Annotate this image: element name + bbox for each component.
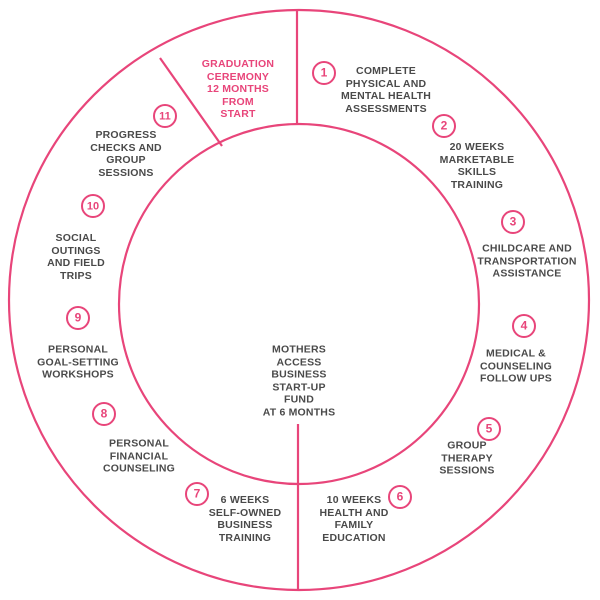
graduation-milestone-label: GRADUATION CEREMONY 12 MONTHS FROM START bbox=[201, 57, 275, 120]
step-11-number: 11 bbox=[159, 110, 171, 122]
step-6-badge bbox=[388, 485, 412, 509]
step-10-number: 10 bbox=[87, 200, 99, 212]
step-1-badge bbox=[312, 61, 336, 85]
step-markers: 1 2 3 4 5 6 7 8 9 10 11 bbox=[66, 61, 536, 509]
step-1-number: 1 bbox=[321, 66, 328, 80]
center-milestone-label: MOTHERS ACCESS BUSINESS START-UP FUND AT… bbox=[262, 343, 336, 419]
step-3-marker: 3 bbox=[501, 210, 525, 234]
step-9-label: PERSONAL GOAL-SETTING WORKSHOPS bbox=[37, 343, 119, 381]
step-6-number: 6 bbox=[397, 490, 404, 504]
step-3-number: 3 bbox=[510, 215, 517, 229]
step-7-marker: 7 bbox=[185, 482, 209, 506]
graduation-divider bbox=[159, 57, 223, 147]
step-2-badge bbox=[432, 114, 456, 138]
step-2-number: 2 bbox=[441, 119, 448, 133]
step-4-label: MEDICAL & COUNSELING FOLLOW UPS bbox=[479, 347, 553, 385]
step-7-badge bbox=[185, 482, 209, 506]
step-4-badge bbox=[512, 314, 536, 338]
step-6-marker: 6 bbox=[388, 485, 412, 509]
step-7-label: 6 WEEKS SELF-OWNED BUSINESS TRAINING bbox=[208, 494, 282, 544]
step-2-marker: 2 bbox=[432, 114, 456, 138]
step-9-marker: 9 bbox=[66, 306, 90, 330]
step-8-number: 8 bbox=[101, 407, 108, 421]
step-11-badge bbox=[153, 104, 177, 128]
step-10-marker: 10 bbox=[81, 194, 105, 218]
step-3-label: CHILDCARE AND TRANSPORTATION ASSISTANCE bbox=[477, 242, 577, 280]
step-8-badge bbox=[92, 402, 116, 426]
step-8-label: PERSONAL FINANCIAL COUNSELING bbox=[102, 437, 176, 475]
step-5-marker: 5 bbox=[477, 417, 501, 441]
step-11-label: PROGRESS CHECKS AND GROUP SESSIONS bbox=[90, 129, 162, 179]
step-8-marker: 8 bbox=[92, 402, 116, 426]
step-10-badge bbox=[81, 194, 105, 218]
step-3-badge bbox=[501, 210, 525, 234]
step-1-marker: 1 bbox=[312, 61, 336, 85]
step-9-number: 9 bbox=[75, 311, 82, 325]
step-2-label: 20 WEEKS MARKETABLE SKILLS TRAINING bbox=[439, 141, 515, 191]
step-9-badge bbox=[66, 306, 90, 330]
step-10-label: SOCIAL OUTINGS AND FIELD TRIPS bbox=[47, 232, 105, 282]
step-5-label: GROUP THERAPY SESSIONS bbox=[439, 439, 495, 477]
step-7-number: 7 bbox=[194, 487, 201, 501]
step-4-marker: 4 bbox=[512, 314, 536, 338]
step-4-number: 4 bbox=[521, 319, 528, 333]
step-11-marker: 11 bbox=[153, 104, 177, 128]
step-6-label: 10 WEEKS HEALTH AND FAMILY EDUCATION bbox=[319, 494, 389, 544]
step-5-number: 5 bbox=[486, 422, 493, 436]
step-1-label: COMPLETE PHYSICAL AND MENTAL HEALTH ASSE… bbox=[340, 65, 432, 115]
step-5-badge bbox=[477, 417, 501, 441]
